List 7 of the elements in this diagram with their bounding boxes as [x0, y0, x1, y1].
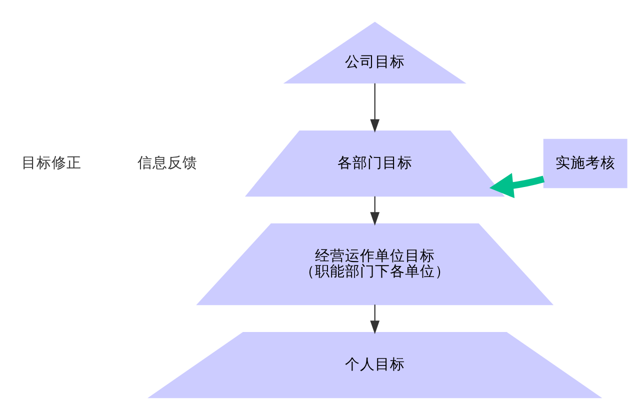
node-box: 实施考核 — [543, 138, 628, 188]
label: 信息反馈 — [138, 154, 198, 172]
arrow — [370, 83, 380, 133]
arrow — [370, 304, 380, 334]
arrow — [370, 196, 380, 226]
arrow — [489, 173, 545, 198]
label: 目标修正 — [21, 154, 82, 172]
